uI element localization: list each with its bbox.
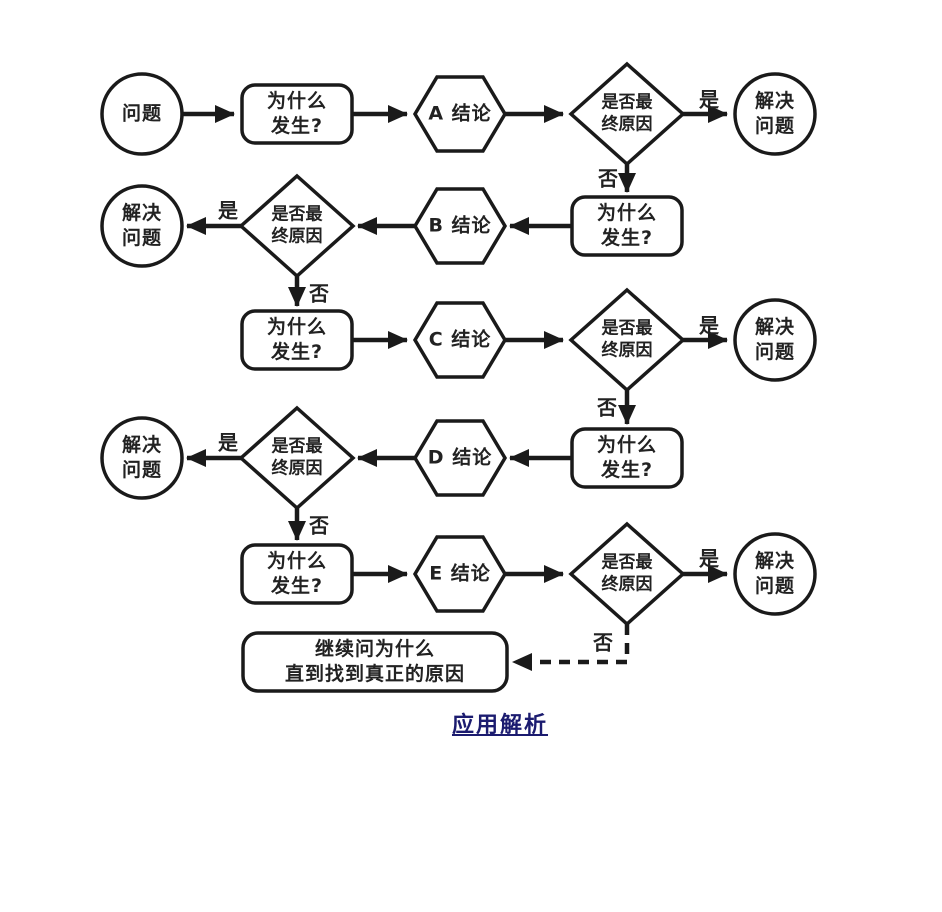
node-continue-box	[241, 631, 509, 693]
node-why-1	[240, 83, 354, 145]
node-final-cause-2	[238, 173, 356, 279]
node-problem	[100, 72, 184, 156]
node-solve-3	[733, 298, 817, 382]
node-conclusion-a	[412, 75, 508, 153]
node-solve-1	[733, 72, 817, 156]
node-conclusion-e	[412, 535, 508, 613]
node-final-cause-4	[238, 405, 356, 511]
application-analysis-link[interactable]: 应用解析	[451, 713, 549, 738]
node-final-cause-5	[568, 521, 686, 627]
node-why-5	[240, 543, 354, 605]
node-solve-2	[100, 184, 184, 268]
node-final-cause-3	[568, 287, 686, 393]
edge-final-cause-5-no-to-continue-box	[512, 624, 630, 671]
node-solve-4	[100, 416, 184, 500]
node-why-2	[570, 195, 684, 257]
node-conclusion-c	[412, 301, 508, 379]
node-solve-5	[733, 532, 817, 616]
node-why-3	[240, 309, 354, 371]
node-why-4	[570, 427, 684, 489]
node-conclusion-b	[412, 187, 508, 265]
node-conclusion-d	[412, 419, 508, 497]
node-final-cause-1	[568, 61, 686, 167]
